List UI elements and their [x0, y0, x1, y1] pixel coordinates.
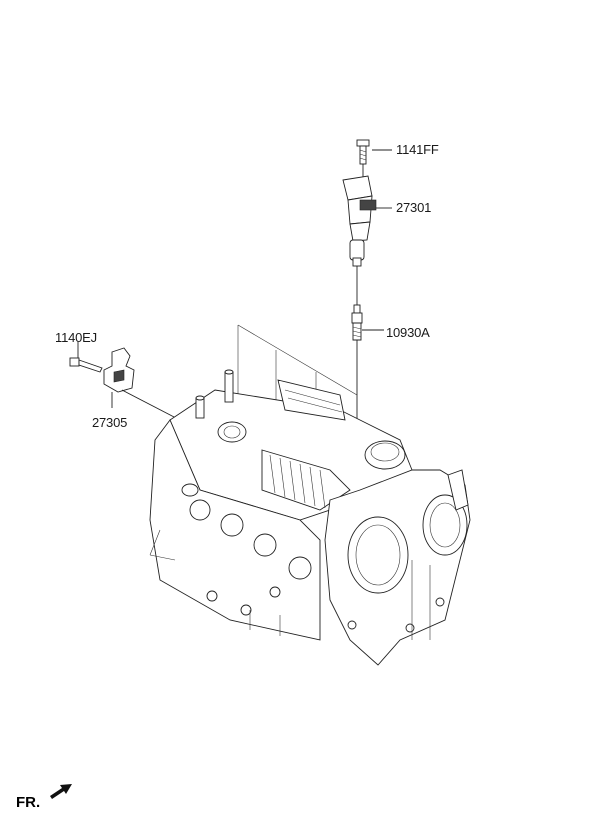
bolt-1141ff [356, 139, 392, 165]
part-label-27301: 27301 [396, 200, 432, 215]
engine-block [149, 369, 471, 666]
part-label-1141ff: 1141FF [396, 142, 439, 157]
front-direction-arrow-icon [50, 784, 72, 799]
part-label-1140ej: 1140EJ [55, 330, 97, 345]
part-label-10930a: 10930A [386, 325, 430, 340]
ignition-coil-27301 [342, 164, 392, 267]
front-orientation-label: FR. [16, 794, 41, 811]
bolt-1140ej [69, 342, 103, 373]
part-label-27305: 27305 [92, 415, 128, 430]
sensor-27305 [103, 347, 177, 419]
